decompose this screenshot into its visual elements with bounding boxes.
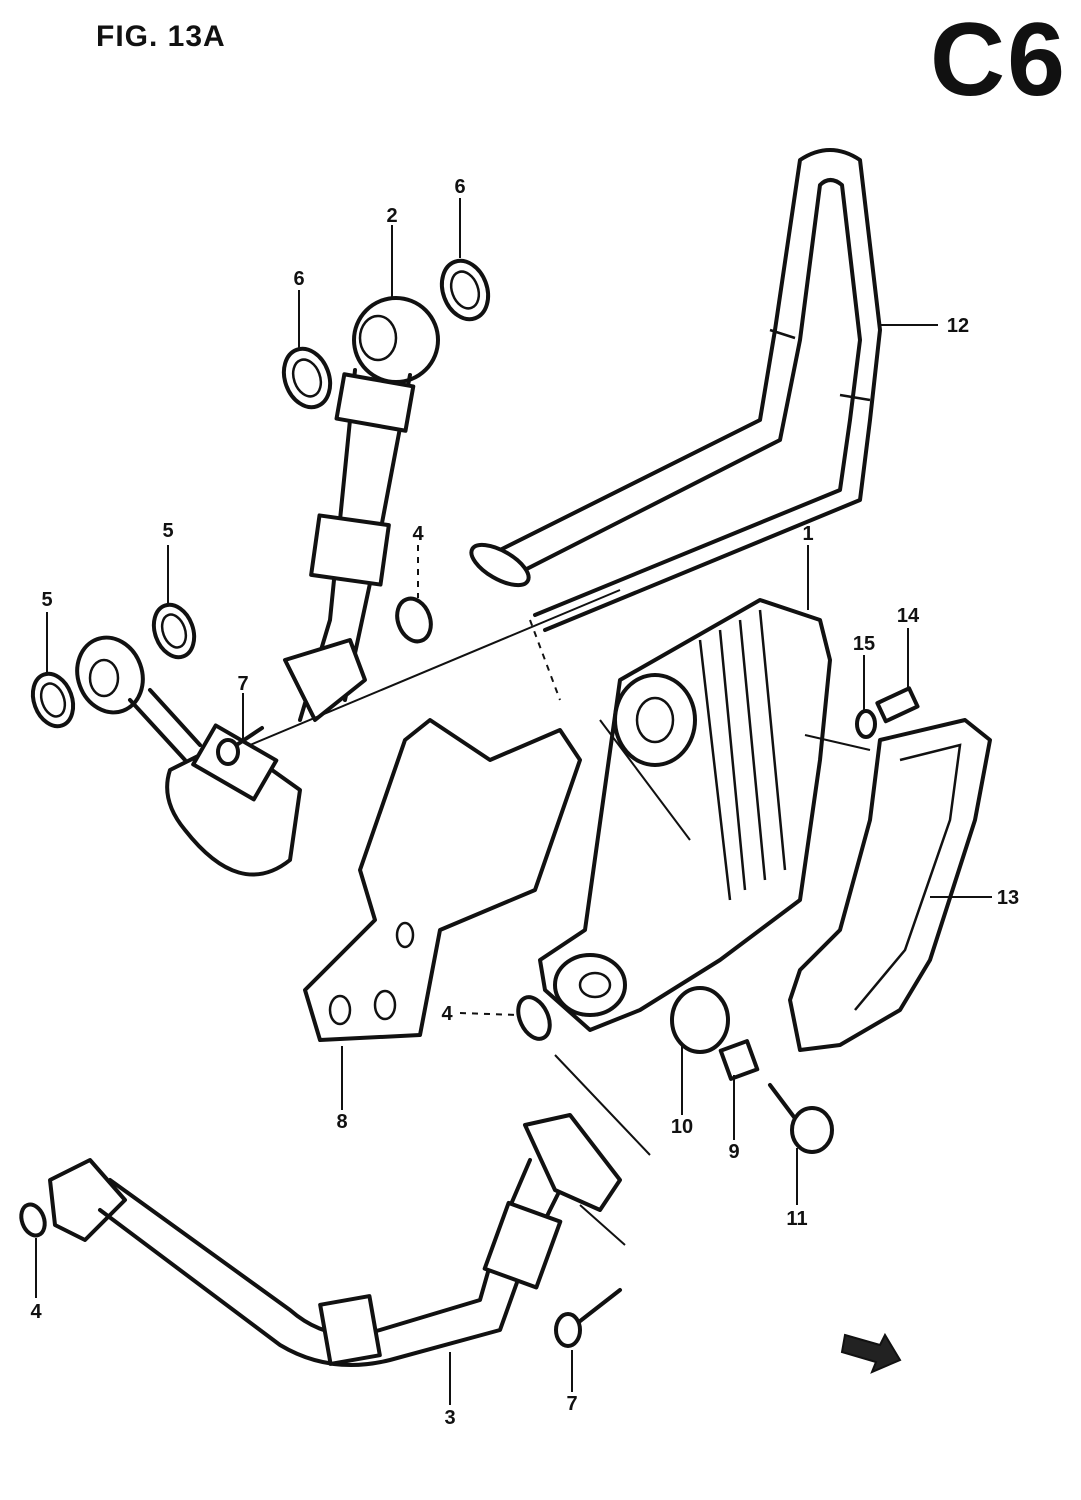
washer-5a (151, 602, 197, 660)
callout-5a: 5 (162, 520, 173, 542)
banjo-fitting-left (75, 635, 302, 877)
callout-6b: 6 (293, 268, 304, 290)
callout-4b: 4 (441, 1003, 453, 1025)
oil-hose-12 (469, 148, 882, 632)
callout-7a: 7 (237, 673, 248, 695)
cooler-cover-13 (788, 718, 992, 1052)
bolt-14 (875, 686, 920, 724)
callout-3: 3 (444, 1407, 455, 1429)
callout-14: 14 (897, 605, 920, 627)
callout-9: 9 (728, 1141, 739, 1163)
callout-2: 2 (386, 205, 397, 227)
bracket-8 (303, 718, 582, 1042)
callout-1: 1 (802, 523, 813, 545)
callout-10: 10 (671, 1116, 693, 1138)
bolt-11 (768, 1083, 834, 1154)
figure-title: FIG. 13A (96, 20, 226, 53)
nut-15 (855, 709, 877, 739)
oil-hose-3 (48, 1113, 622, 1367)
callout-4c: 4 (30, 1301, 42, 1323)
bolt-7-upper (216, 726, 264, 766)
washer-6a (439, 258, 491, 322)
callout-11: 11 (786, 1208, 807, 1230)
callout-6a: 6 (454, 176, 465, 198)
callout-5b: 5 (41, 589, 52, 611)
callout-13: 13 (997, 887, 1019, 909)
washer-4a (395, 596, 433, 644)
callout-15: 15 (853, 633, 875, 655)
section-code: C6 (930, 2, 1067, 118)
direction-arrow-icon (840, 1332, 902, 1374)
washer-5b (30, 671, 76, 729)
callout-8: 8 (336, 1111, 347, 1133)
callout-4a: 4 (412, 523, 424, 545)
bolt-7-lower (554, 1288, 622, 1348)
washer-4b (516, 995, 552, 1041)
collar-9 (718, 1039, 760, 1081)
washer-6b (281, 346, 333, 410)
callout-7b: 7 (566, 1393, 577, 1415)
washer-4c (19, 1202, 47, 1238)
oil-hose-2 (283, 296, 440, 722)
grommet-10 (670, 986, 730, 1054)
oil-cooler-1 (538, 598, 832, 1032)
callout-12: 12 (947, 315, 969, 337)
